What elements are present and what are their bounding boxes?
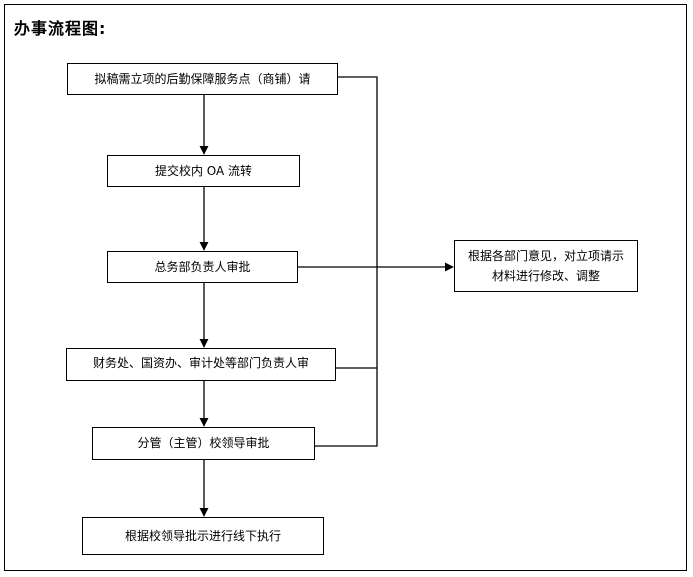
step-submit-oa: 提交校内 OA 流转 bbox=[107, 155, 300, 187]
revise-request-box: 根据各部门意见，对立项请示材料进行修改、调整 bbox=[454, 240, 638, 292]
step-leader-approval: 分管（主管）校领导审批 bbox=[92, 427, 315, 460]
page-title: 办事流程图: bbox=[14, 19, 107, 38]
step-department-approval-overflow: … bbox=[195, 374, 204, 384]
step-submit-oa-label: 提交校内 OA 流转 bbox=[154, 163, 253, 178]
step-offline-execution-label: 根据校领导批示进行线下执行 bbox=[124, 528, 281, 543]
step-general-affairs-approval: 总务部负责人审批 bbox=[107, 251, 298, 283]
step-department-approval-label: 财务处、国资办、审计处等部门负责人审 bbox=[92, 356, 309, 370]
step-department-approval: 财务处、国资办、审计处等部门负责人审 bbox=[66, 348, 336, 381]
step-general-affairs-approval-label: 总务部负责人审批 bbox=[154, 259, 251, 274]
step-draft-request: 拟稿需立项的后勤保障服务点（商铺）请 bbox=[67, 63, 338, 95]
step-draft-request-label: 拟稿需立项的后勤保障服务点（商铺）请 bbox=[94, 71, 311, 86]
diagram-frame bbox=[4, 4, 687, 571]
revise-request-label: 根据各部门意见，对立项请示材料进行修改、调整 bbox=[467, 249, 624, 283]
step-offline-execution: 根据校领导批示进行线下执行 bbox=[82, 517, 324, 555]
feedback-bus-line bbox=[315, 76, 378, 447]
step-leader-approval-label: 分管（主管）校领导审批 bbox=[137, 436, 270, 450]
